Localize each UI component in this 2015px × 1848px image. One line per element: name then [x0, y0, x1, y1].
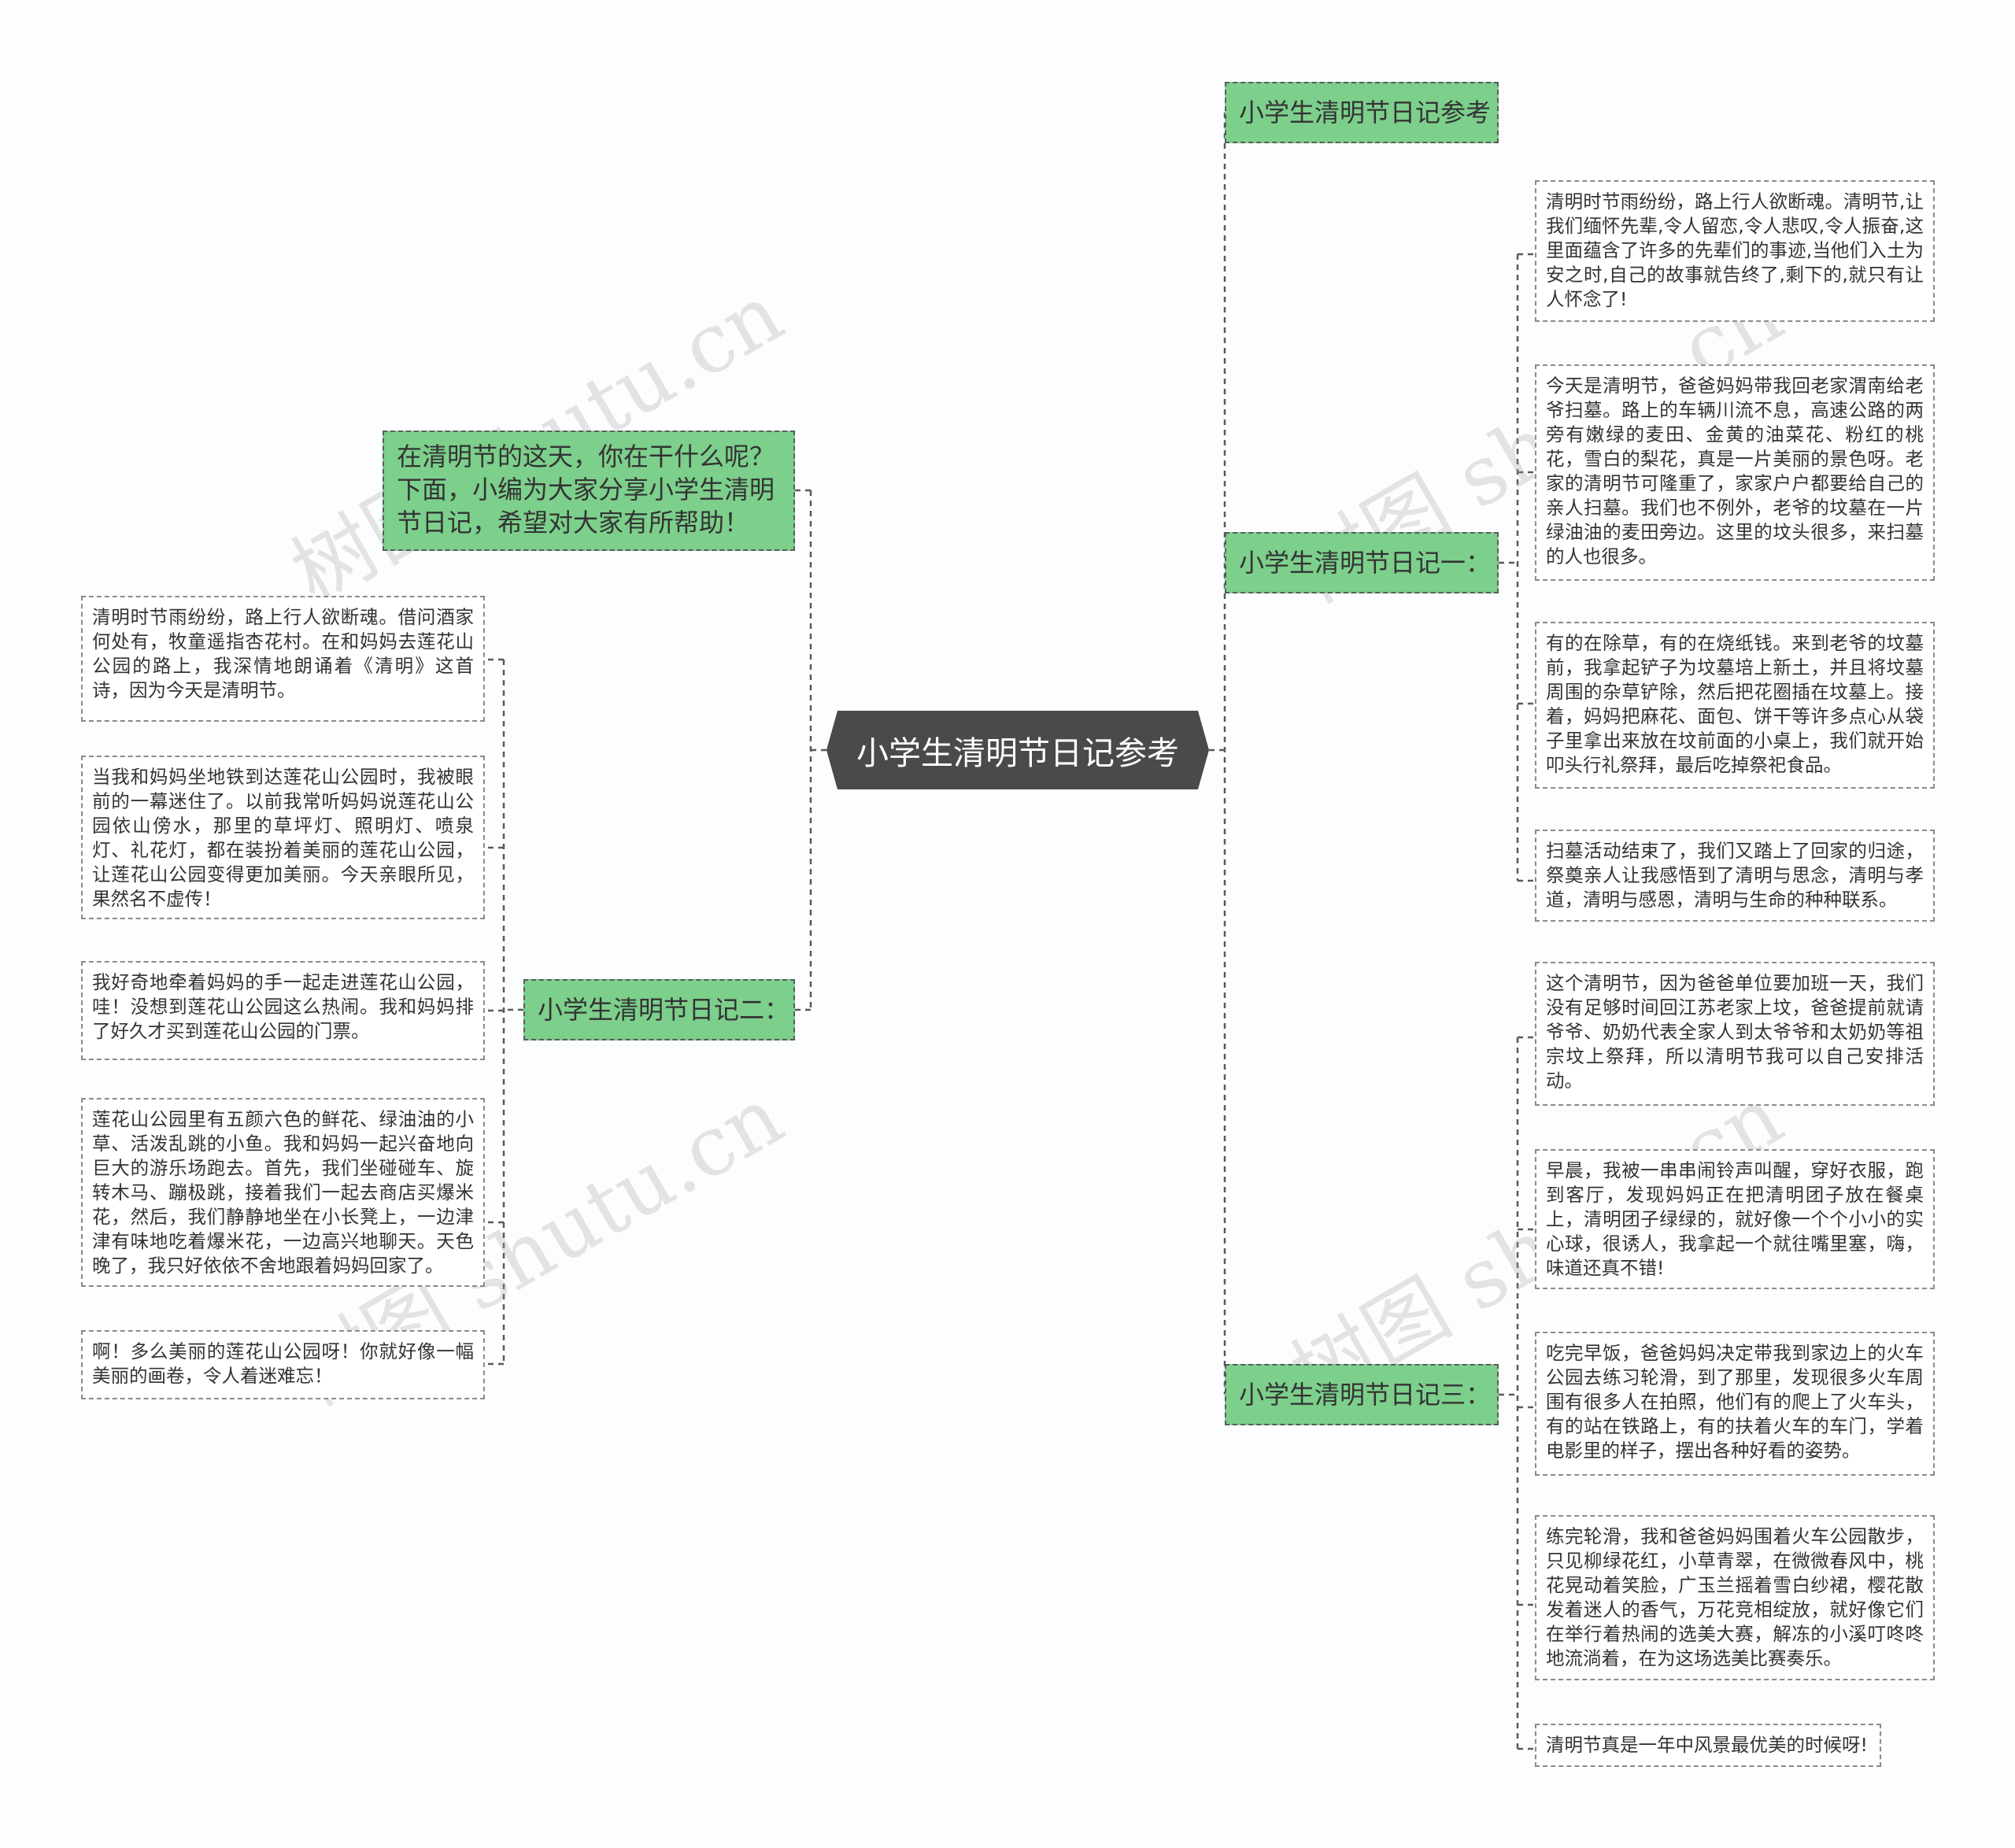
diary3-item-3[interactable]: 吃完早饭，爸爸妈妈决定带我到家边上的火车公园去练习轮滑，到了那里，发现很多火车周… [1535, 1332, 1935, 1476]
branch-diary-1[interactable]: 小学生清明节日记一： [1225, 532, 1499, 593]
diary3-item-5[interactable]: 清明节真是一年中风景最优美的时候呀! [1535, 1724, 1881, 1767]
branch-title[interactable]: 小学生清明节日记参考 [1225, 82, 1499, 143]
branch-diary-2[interactable]: 小学生清明节日记二： [523, 979, 795, 1040]
diary2-item-4[interactable]: 莲花山公园里有五颜六色的鲜花、绿油油的小草、活泼乱跳的小鱼。我和妈妈一起兴奋地向… [81, 1098, 485, 1287]
diary3-item-2[interactable]: 早晨，我被一串串闹铃声叫醒，穿好衣服，跑到客厅，发现妈妈正在把清明团子放在餐桌上… [1535, 1149, 1935, 1289]
root-topic[interactable]: 小学生清明节日记参考 [826, 711, 1209, 789]
diary3-item-1[interactable]: 这个清明节，因为爸爸单位要加班一天，我们没有足够时间回江苏老家上坟，爸爸提前就请… [1535, 962, 1935, 1106]
diary1-item-2[interactable]: 今天是清明节，爸爸妈妈带我回老家渭南给老爷扫墓。路上的车辆川流不息，高速公路的两… [1535, 364, 1935, 581]
intro-node[interactable]: 在清明节的这天，你在干什么呢？下面，小编为大家分享小学生清明节日记，希望对大家有… [383, 431, 795, 551]
diary2-item-5[interactable]: 啊！多么美丽的莲花山公园呀！你就好像一幅美丽的画卷，令人着迷难忘！ [81, 1330, 485, 1399]
diary1-item-4[interactable]: 扫墓活动结束了，我们又踏上了回家的归途，祭奠亲人让我感悟到了清明与思念，清明与孝… [1535, 830, 1935, 922]
branch-diary-3[interactable]: 小学生清明节日记三： [1225, 1364, 1499, 1425]
diary1-item-3[interactable]: 有的在除草，有的在烧纸钱。来到老爷的坟墓前，我拿起铲子为坟墓培上新土，并且将坟墓… [1535, 622, 1935, 789]
diary2-item-3[interactable]: 我好奇地牵着妈妈的手一起走进莲花山公园，哇！没想到莲花山公园这么热闹。我和妈妈排… [81, 961, 485, 1060]
diary2-item-1[interactable]: 清明时节雨纷纷，路上行人欲断魂。借问酒家何处有，牧童遥指杏花村。在和妈妈去莲花山… [81, 596, 485, 722]
diary3-item-4[interactable]: 练完轮滑，我和爸爸妈妈围着火车公园散步，只见柳绿花红，小草青翠，在微微春风中，桃… [1535, 1515, 1935, 1680]
diary2-item-2[interactable]: 当我和妈妈坐地铁到达莲花山公园时，我被眼前的一幕迷住了。以前我常听妈妈说莲花山公… [81, 756, 485, 919]
diary1-item-1[interactable]: 清明时节雨纷纷，路上行人欲断魂。清明节,让我们缅怀先辈,令人留恋,令人悲叹,令人… [1535, 180, 1935, 322]
